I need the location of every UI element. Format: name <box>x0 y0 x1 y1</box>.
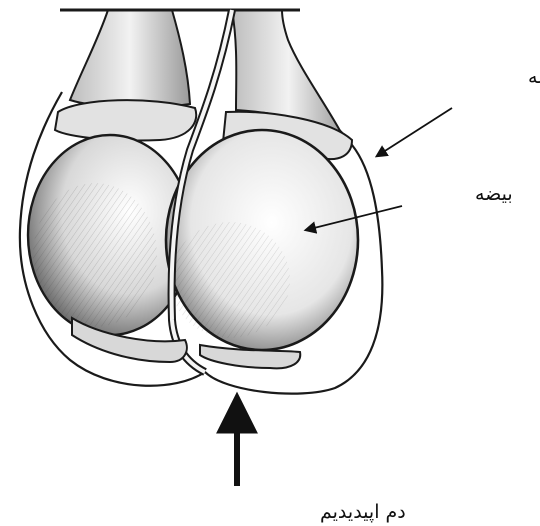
label-epididymis-tail: دم اپیدیدیم <box>320 501 406 523</box>
tunica-arrow <box>377 108 452 156</box>
left-epididymis-head <box>55 100 196 140</box>
right-testis-shading <box>170 222 290 338</box>
label-tunica: پوشش بیضه <box>528 66 540 88</box>
left-testis-shading <box>33 183 157 327</box>
label-testis: بیضه <box>475 183 513 205</box>
left-spermatic-cord <box>70 10 190 107</box>
